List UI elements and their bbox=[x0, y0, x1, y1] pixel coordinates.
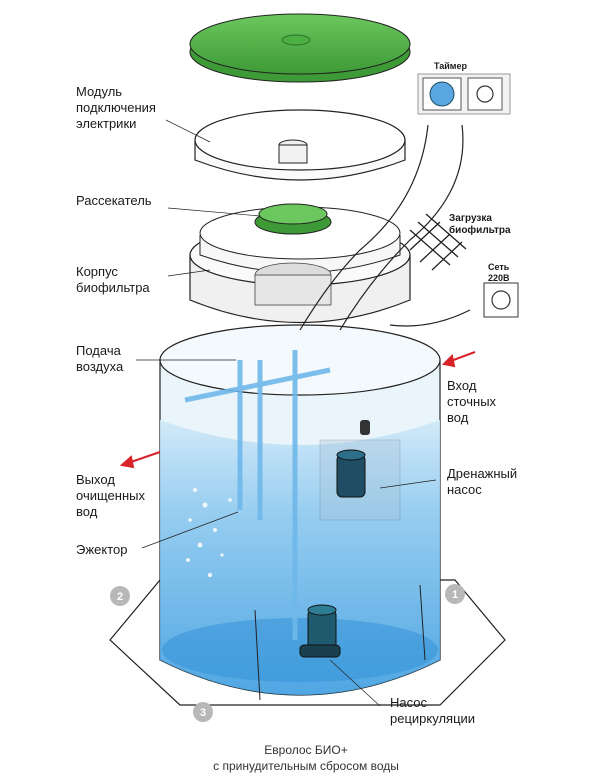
cables bbox=[299, 124, 471, 331]
recirculation-pump bbox=[299, 604, 341, 658]
label-drain-pump: Дренажный насос bbox=[447, 466, 518, 497]
label-recirculation-pump: Насос рециркуляции bbox=[390, 695, 476, 726]
label-splitter: Рассекатель bbox=[76, 193, 152, 208]
marker-2: 2 bbox=[117, 591, 123, 603]
label-ejector: Эжектор bbox=[76, 542, 128, 557]
timer-box bbox=[417, 73, 511, 115]
drain-pump bbox=[319, 420, 401, 521]
biofilter-load-icon bbox=[409, 213, 467, 271]
flow-arrows bbox=[119, 351, 476, 469]
network-socket bbox=[483, 282, 519, 318]
bubbles bbox=[186, 488, 232, 578]
label-outlet: Выход очищенных вод bbox=[76, 472, 145, 519]
marker-1: 1 bbox=[452, 589, 458, 601]
lid bbox=[189, 13, 411, 83]
label-biofilter-body: Корпус биофильтра bbox=[76, 264, 150, 295]
label-air-supply: Подача воздуха bbox=[76, 343, 124, 374]
label-inlet: Вход сточных вод bbox=[447, 378, 497, 425]
biofilter-body bbox=[189, 206, 411, 324]
electric-module bbox=[194, 109, 406, 181]
label-timer: Таймер bbox=[434, 61, 467, 71]
air-pipes bbox=[184, 350, 331, 640]
marker-3: 3 bbox=[200, 707, 206, 719]
caption-title: Евролос БИО+ bbox=[264, 743, 348, 757]
leader-lines bbox=[136, 119, 437, 707]
label-biofilter-load: Загрузка биофильтра bbox=[449, 213, 511, 236]
label-electric-module: Модуль подключения электрики bbox=[76, 84, 156, 131]
splitter bbox=[254, 203, 332, 235]
caption-subtitle: с принудительным сбросом воды bbox=[213, 759, 399, 773]
markers bbox=[110, 584, 465, 722]
label-network: Сеть 220В bbox=[488, 262, 510, 283]
